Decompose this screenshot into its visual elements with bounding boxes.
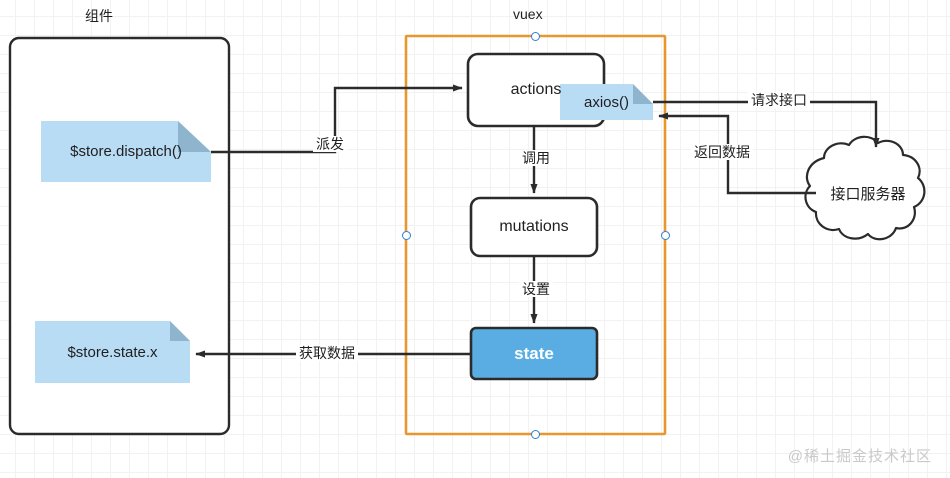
- dispatch-note-label[interactable]: $store.dispatch(): [70, 143, 182, 160]
- api-server-cloud-label[interactable]: 接口服务器: [830, 185, 906, 203]
- dispatch-edge-label[interactable]: 派发: [313, 136, 347, 152]
- set-edge-label[interactable]: 设置: [519, 281, 553, 297]
- request-api-edge-line: [653, 100, 880, 148]
- state-label[interactable]: state: [514, 343, 554, 363]
- watermark-label: @稀土掘金技术社区: [787, 448, 932, 465]
- vuex-container-label: vuex: [513, 6, 543, 22]
- selection-handle-top[interactable]: [531, 32, 540, 41]
- mutations-label[interactable]: mutations: [499, 218, 569, 235]
- component-container-label: 组件: [85, 8, 113, 24]
- return-data-edge-label[interactable]: 返回数据: [691, 144, 753, 160]
- actions-label[interactable]: actions: [510, 81, 562, 98]
- get-data-edge-label[interactable]: 获取数据: [296, 345, 358, 361]
- selection-handle-bottom[interactable]: [531, 430, 540, 439]
- selection-handle-left[interactable]: [402, 231, 411, 240]
- selection-handle-right[interactable]: [661, 231, 670, 240]
- state-note-label[interactable]: $store.state.x: [67, 343, 158, 361]
- call-edge-label[interactable]: 调用: [519, 150, 553, 166]
- request-api-edge-label[interactable]: 请求接口: [748, 92, 810, 108]
- axios-note-label[interactable]: axios(): [583, 93, 629, 111]
